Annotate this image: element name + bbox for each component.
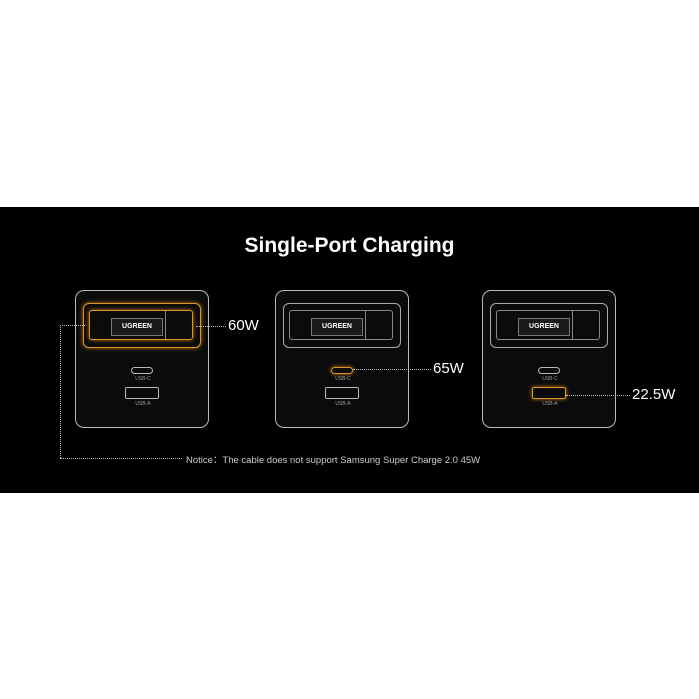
notice-line [60,325,61,458]
cable-slot: UGREEN [490,303,608,348]
cable-slot: UGREEN [83,303,201,348]
brand-logo: UGREEN [311,318,363,336]
built-in-cable: UGREEN [289,310,393,340]
usb-a-label: USB-A [335,401,351,407]
page-title: Single-Port Charging [244,234,455,257]
usb-c-label: USB-C [135,376,151,382]
pointer-line [353,369,431,370]
brand-logo: UGREEN [111,318,163,336]
usb-a-port [125,387,159,399]
cable-slot: UGREEN [283,303,401,348]
notice-line [60,458,182,459]
usb-a-port [325,387,359,399]
pointer-line [566,395,630,396]
notice-line [60,325,85,326]
usb-a-port [532,387,566,399]
charger-1: UGREEN USB-C USB-A [75,290,209,428]
notice-text: Notice：The cable does not support Samsun… [186,455,481,466]
usb-c-label: USB-C [542,376,558,382]
built-in-cable: UGREEN [89,310,193,340]
charger-2: UGREEN USB-C USB-A [275,290,409,428]
usb-c-port [131,367,153,374]
brand-logo: UGREEN [518,318,570,336]
pointer-line [196,326,226,327]
usb-c-label: USB-C [335,376,351,382]
watt-label-2: 65W [433,360,464,377]
charger-3: UGREEN USB-C USB-A [482,290,616,428]
usb-c-port [538,367,560,374]
watt-label-1: 60W [228,317,259,334]
built-in-cable: UGREEN [496,310,600,340]
usb-c-port [331,367,353,374]
watt-label-3: 22.5W [632,386,676,403]
usb-a-label: USB-A [135,401,151,407]
usb-a-label: USB-A [542,401,558,407]
